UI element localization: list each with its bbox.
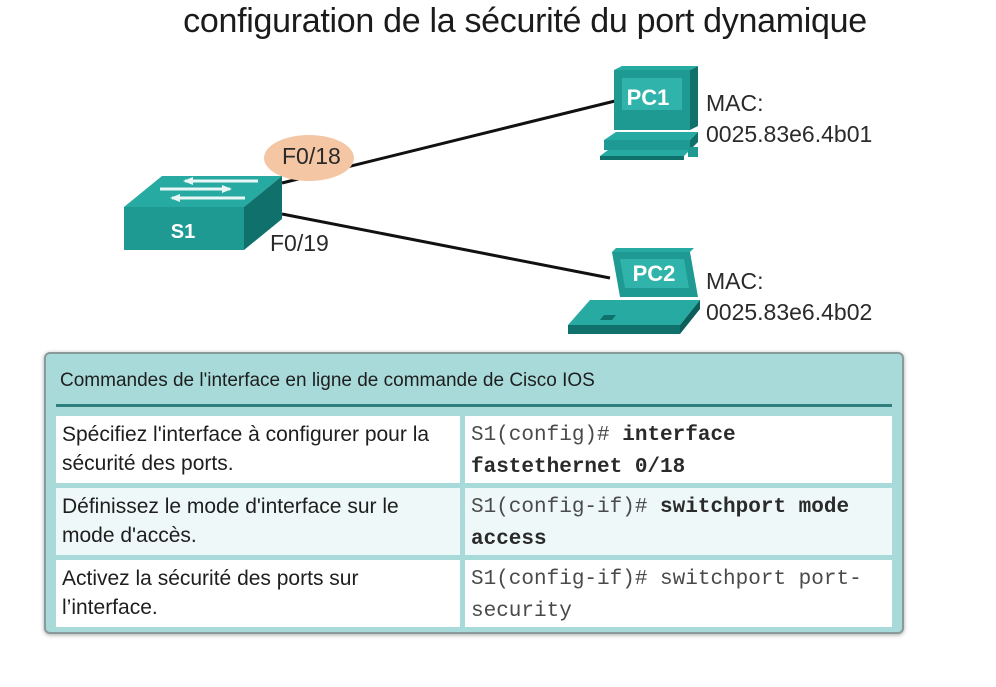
command-row: Définissez le mode d'interface sur le mo…: [56, 488, 892, 555]
command-panel: Commandes de l'interface en ligne de com…: [44, 352, 904, 634]
command-code: S1(config-if)# switchport mode access: [465, 488, 892, 555]
link-s1-pc2: [281, 212, 611, 280]
command-prompt: S1(config)#: [471, 424, 610, 447]
page-title: configuration de la sécurité du port dyn…: [183, 2, 867, 40]
pc1-label: PC1: [627, 85, 670, 110]
command-text: interface fastethernet 0/18: [471, 424, 736, 479]
pc1-mac-label: MAC:: [706, 90, 764, 116]
port-f018-label: F0/18: [282, 143, 341, 169]
command-prompt: S1(config-if)#: [471, 568, 648, 591]
switch-label: S1: [171, 221, 195, 243]
port-f019-label: F0/19: [270, 230, 329, 256]
command-text: switchport port-security: [471, 568, 862, 623]
pc2-mac-address: 0025.83e6.4b02: [706, 299, 873, 325]
command-description: Spécifiez l'interface à configurer pour …: [56, 416, 460, 483]
pc2-mac: MAC: 0025.83e6.4b02: [706, 266, 872, 328]
port-f018-highlight: [264, 135, 354, 181]
command-description: Activez la sécurité des ports sur l’inte…: [56, 560, 460, 627]
pc2-icon: PC2: [568, 248, 700, 334]
command-description: Définissez le mode d'interface sur le mo…: [56, 488, 460, 555]
command-text: switchport mode access: [471, 496, 850, 551]
command-row: Spécifiez l'interface à configurer pour …: [56, 416, 892, 483]
command-code: S1(config-if)# switchport port-security: [465, 560, 892, 627]
pc2-label: PC2: [633, 261, 676, 286]
pc1-icon: PC1: [600, 66, 698, 160]
switch-icon: S1: [124, 176, 282, 250]
command-panel-header: Commandes de l'interface en ligne de com…: [60, 370, 595, 391]
command-prompt: S1(config-if)#: [471, 496, 648, 519]
pc1-mac-address: 0025.83e6.4b01: [706, 121, 873, 147]
header-divider: [56, 404, 892, 407]
command-code: S1(config)# interface fastethernet 0/18: [465, 416, 892, 483]
command-row: Activez la sécurité des ports sur l’inte…: [56, 560, 892, 627]
network-topology: S1 PC1 PC2: [124, 66, 700, 334]
pc2-mac-label: MAC:: [706, 268, 764, 294]
pc1-mac: MAC: 0025.83e6.4b01: [706, 88, 872, 150]
